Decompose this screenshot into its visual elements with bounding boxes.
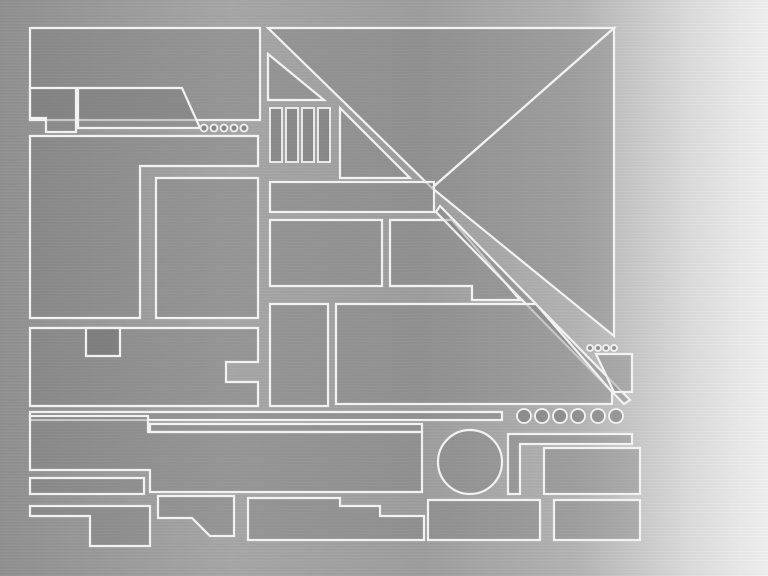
bar-horizontal xyxy=(268,180,436,214)
panel-right xyxy=(542,446,642,496)
hole-2 xyxy=(209,123,219,133)
bracket-bottom-4 xyxy=(426,498,542,542)
triangle-small xyxy=(266,51,328,102)
panel-bottom-left xyxy=(28,414,424,494)
panel-left-middle xyxy=(28,326,260,408)
panel-lower-wide xyxy=(334,302,614,406)
bracket-bottom-3 xyxy=(246,496,426,542)
hole-3 xyxy=(219,123,229,133)
panel-left-tall xyxy=(28,134,260,320)
triangle-right xyxy=(430,25,616,339)
bracket-bottom-1 xyxy=(28,504,152,548)
hole-5 xyxy=(239,123,249,133)
hole-row-5 xyxy=(590,408,606,424)
hole-row-2 xyxy=(534,408,550,424)
slot-2 xyxy=(285,107,299,163)
panel-inner xyxy=(154,176,260,320)
slot-4 xyxy=(317,107,331,163)
bracket-small-left xyxy=(28,86,78,134)
hole-row-4 xyxy=(570,408,586,424)
plate-top-left xyxy=(28,26,262,122)
hole-9 xyxy=(610,344,618,352)
slot-1 xyxy=(269,107,283,163)
hole-row-6 xyxy=(608,408,624,424)
disc-large xyxy=(436,428,504,496)
frame-right xyxy=(506,432,634,496)
bracket-bottom-2 xyxy=(156,494,236,538)
notch-left-middle xyxy=(84,326,122,358)
bracket-wedge xyxy=(76,86,202,130)
rect-center-right xyxy=(388,218,523,302)
slot-3 xyxy=(301,107,315,163)
bar-long-2 xyxy=(148,422,424,434)
hole-8 xyxy=(602,344,610,352)
hole-row-1 xyxy=(516,408,532,424)
triangle-mid xyxy=(338,105,413,180)
bracket-bottom-5 xyxy=(552,498,642,542)
bar-bottom-left xyxy=(28,476,146,496)
bracket-small-right xyxy=(594,352,634,394)
hole-7 xyxy=(594,344,602,352)
panel-lower-narrow xyxy=(268,302,330,408)
rect-center-left xyxy=(268,218,384,288)
hole-4 xyxy=(229,123,239,133)
hole-1 xyxy=(199,123,209,133)
hole-row-3 xyxy=(552,408,568,424)
hole-6 xyxy=(586,344,594,352)
